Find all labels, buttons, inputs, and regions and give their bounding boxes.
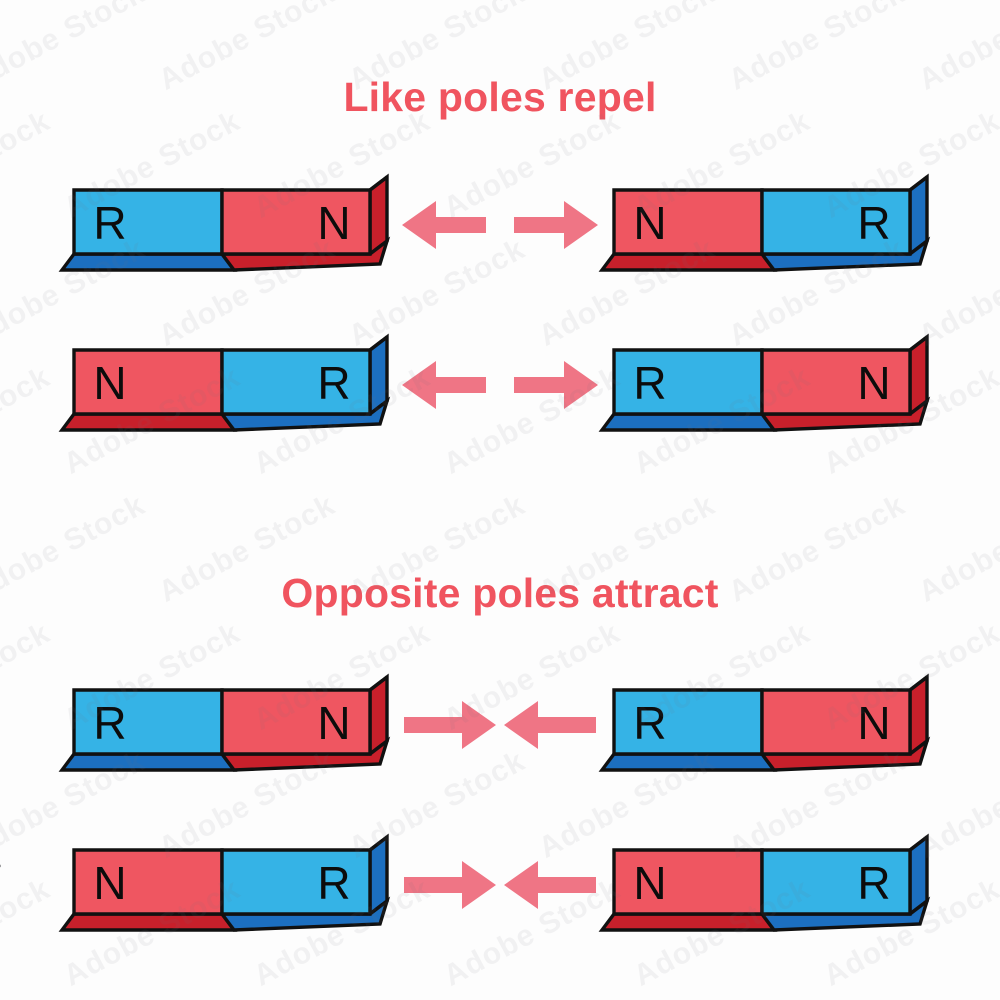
- arrow-right-inward: [404, 701, 496, 749]
- arrow-left: [402, 201, 486, 249]
- magnet-pole-face-right: [220, 688, 372, 756]
- pole-label-right: N: [317, 697, 350, 749]
- magnet-pole-face-right: [220, 188, 372, 256]
- magnet-top-bevel: [368, 175, 389, 192]
- arrows-attract-row2: [400, 855, 600, 915]
- pole-label-right: N: [857, 697, 890, 749]
- magnet-bottom-shadow-left: [598, 752, 778, 772]
- magnet-top-bevel: [368, 675, 389, 692]
- magnet-top-bevel: [368, 335, 389, 352]
- arrow-left-inward: [504, 701, 596, 749]
- pole-label-right: N: [317, 197, 350, 249]
- arrow-right: [514, 201, 598, 249]
- pole-label-left: N: [633, 197, 666, 249]
- pole-label-right: N: [857, 357, 890, 409]
- pole-label-right: R: [857, 197, 890, 249]
- magnet-pole-face-right: [220, 348, 372, 416]
- arrows-repel-row2: [400, 355, 600, 415]
- pole-label-left: R: [93, 697, 126, 749]
- magnet-top-bevel: [908, 175, 929, 192]
- arrow-left: [402, 361, 486, 409]
- magnet-pole-face-right: [760, 848, 912, 916]
- magnet-bottom-shadow-left: [58, 412, 238, 432]
- side-watermark: Adobe Stock | #686903557: [0, 576, 32, 996]
- magnet-top-bevel: [908, 335, 929, 352]
- pole-label-left: R: [633, 697, 666, 749]
- pole-label-left: N: [633, 857, 666, 909]
- pole-label-left: R: [93, 197, 126, 249]
- magnet-bottom-shadow-left: [58, 752, 238, 772]
- watermark-tile: Adobe Stock: [0, 104, 56, 224]
- pole-label-right: R: [317, 357, 350, 409]
- watermark-tile: Adobe Stock: [0, 872, 56, 992]
- magnet-top-bevel: [368, 835, 389, 852]
- magnet-pole-face-right: [760, 348, 912, 416]
- arrow-right: [514, 361, 598, 409]
- section-title-attract: Opposite poles attract: [281, 570, 719, 616]
- arrow-right-inward: [404, 861, 496, 909]
- arrows-repel-row1: [400, 195, 600, 255]
- magnet-top-bevel: [908, 835, 929, 852]
- magnet-bottom-shadow-left: [58, 252, 238, 272]
- magnet-bottom-shadow-left: [58, 912, 238, 932]
- magnet-top-bevel: [908, 675, 929, 692]
- section-title-repel: Like poles repel: [343, 74, 657, 120]
- pole-label-right: R: [317, 857, 350, 909]
- arrows-attract-row1: [400, 695, 600, 755]
- magnet-pole-face-right: [220, 848, 372, 916]
- pole-label-left: N: [93, 857, 126, 909]
- pole-label-left: N: [93, 357, 126, 409]
- stock-id-text: Adobe Stock | #686903557: [0, 746, 2, 996]
- magnet-pole-face-right: [760, 188, 912, 256]
- pole-label-left: R: [633, 357, 666, 409]
- watermark-tile: Adobe Stock: [0, 616, 56, 736]
- watermark-tile: Adobe Stock: [0, 360, 56, 480]
- magnet-bottom-shadow-left: [598, 252, 778, 272]
- magnet-bottom-shadow-left: [598, 912, 778, 932]
- magnet-bottom-shadow-left: [598, 412, 778, 432]
- pole-label-right: R: [857, 857, 890, 909]
- magnet-pole-face-right: [760, 688, 912, 756]
- arrow-left-inward: [504, 861, 596, 909]
